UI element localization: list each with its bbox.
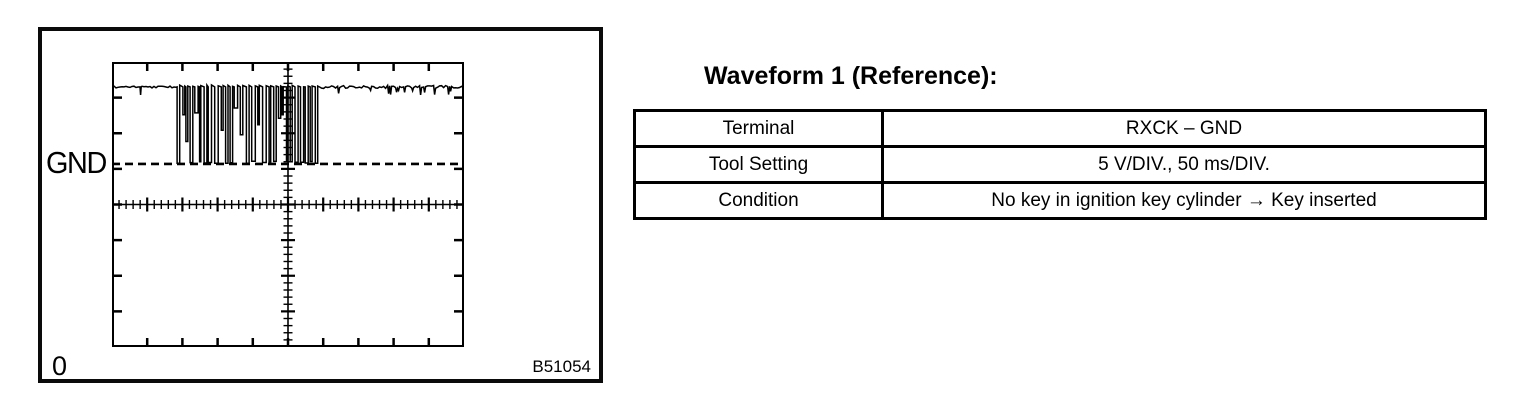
condition-label-cell: Condition <box>633 181 884 220</box>
waveform-title: Waveform 1 (Reference): <box>704 62 998 90</box>
table-row-condition: Condition No key in ignition key cylinde… <box>633 181 1487 220</box>
terminal-value-cell: RXCK – GND <box>881 109 1487 148</box>
waveform-figure: GND 0 B51054 <box>38 27 603 383</box>
zero-axis-label: 0 <box>52 351 68 381</box>
reference-table: Terminal RXCK – GND Tool Setting 5 V/DIV… <box>633 109 1487 220</box>
tool-setting-value-cell: 5 V/DIV., 50 ms/DIV. <box>881 145 1487 184</box>
condition-value-cell: No key in ignition key cylinder → Key in… <box>881 181 1487 220</box>
gnd-axis-label: GND <box>46 145 107 180</box>
table-row-terminal: Terminal RXCK – GND <box>633 109 1487 148</box>
figure-reference-code: B51054 <box>532 357 591 376</box>
oscilloscope-display <box>112 62 464 347</box>
terminal-label-cell: Terminal <box>633 109 884 148</box>
tool-setting-label-cell: Tool Setting <box>633 145 884 184</box>
table-row-tool-setting: Tool Setting 5 V/DIV., 50 ms/DIV. <box>633 145 1487 184</box>
